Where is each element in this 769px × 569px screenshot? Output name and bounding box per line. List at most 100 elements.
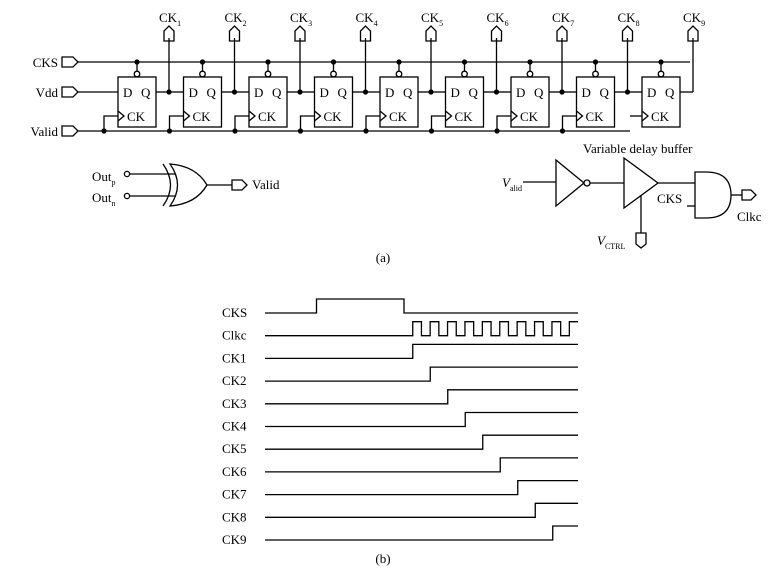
valid-junction: [166, 128, 173, 134]
xor-in-p-label: Outp: [92, 169, 116, 187]
ff-clock-wire: [365, 115, 380, 131]
ck-port-shape: [425, 25, 437, 42]
flip-flop-box: [575, 76, 616, 128]
ck-output-port-8: CK8: [618, 10, 640, 42]
valid-junction-first: [101, 128, 107, 134]
valid-input-label: Valid: [31, 124, 59, 139]
ff-ck-label: CK: [258, 109, 277, 124]
ff-clock-wire: [430, 115, 446, 131]
signal-label: CKS: [222, 305, 247, 320]
ck-output-label: CK9: [683, 10, 705, 28]
delay-buffer-body: [623, 156, 660, 210]
waveform-CK5: [265, 434, 578, 450]
ck-output-label: CK5: [421, 10, 443, 28]
ff-q-label: Q: [272, 85, 282, 100]
xor-in-n-terminal: [123, 192, 131, 200]
ff-clock-wire: [299, 115, 315, 131]
ck-output-port-5: CK5: [421, 10, 443, 42]
inverter-bubble: [583, 179, 591, 187]
ff-clock-wire: [561, 115, 577, 131]
ck-port-shape: [294, 25, 306, 42]
waveform-Clkc: [265, 321, 578, 337]
ck-port-shape: [687, 25, 699, 42]
ck-output-port-6: CK6: [487, 10, 509, 42]
flip-flop-box: [117, 76, 157, 128]
ff-d-label: D: [254, 85, 263, 100]
clkc-out-label: Clkc: [737, 209, 762, 224]
ck-output-port-2: CK2: [225, 10, 247, 42]
xor-gate-circuit: Outp Outn Valid: [92, 163, 280, 208]
ck-port-shape: [228, 25, 241, 42]
ff-clock-triangle: [314, 110, 322, 122]
ff-clock-triangle: [510, 110, 519, 122]
waveform-CK3: [265, 389, 578, 405]
ff-q-label: Q: [338, 85, 348, 100]
q-junction: [428, 89, 434, 95]
signal-label: CK4: [222, 419, 247, 434]
ff-ck-label: CK: [455, 109, 474, 124]
ck-output-port-4: CK4: [356, 10, 378, 42]
inverter-body: [555, 158, 586, 208]
ff-clock-wire: [168, 115, 184, 131]
signal-label: CK6: [222, 464, 247, 479]
waveform-CK8: [265, 502, 578, 518]
ck-output-port-3: CK3: [290, 10, 312, 42]
ff-clock-triangle: [183, 110, 191, 122]
ff-ck-label: CK: [586, 109, 605, 124]
ck-port-shape: [621, 25, 634, 42]
vdd-input-port: Vdd: [36, 85, 79, 100]
and-cks-label: CKS: [657, 191, 682, 206]
flip-flop-box: [379, 76, 419, 128]
xor-gate-body: [168, 163, 208, 207]
signal-label: CK1: [222, 350, 247, 365]
ff-d-label: D: [385, 85, 394, 100]
caption-a: (a): [376, 250, 390, 265]
ff-d-label: D: [189, 85, 198, 100]
q-junction: [559, 89, 565, 95]
q-junction: [297, 89, 303, 95]
ck-output-port-9: CK9: [683, 10, 705, 42]
delay-block-title: Variable delay buffer: [583, 141, 693, 156]
ff-reset-bubble: [657, 70, 665, 78]
ff-clock-wire: [234, 115, 249, 131]
flip-flop-box: [182, 76, 223, 128]
cks-junction: [330, 59, 337, 65]
timing-row-CK3: CK3: [222, 389, 578, 411]
timing-row-Clkc: Clkc: [222, 321, 578, 343]
xor-out-label: Valid: [252, 177, 280, 192]
caption-b: (b): [375, 551, 390, 566]
ck-output-label: CK3: [290, 10, 312, 28]
ff-ck-label: CK: [520, 109, 539, 124]
ff-clock-wire: [103, 115, 118, 131]
ff-d-label: D: [516, 85, 525, 100]
ff-d-label: D: [123, 85, 132, 100]
timing-row-CK7: CK7: [222, 479, 578, 502]
valid-in-label: Valid: [502, 175, 522, 193]
delay-buffer-circuit: Variable delay buffer Valid VCTRL CKS Cl…: [502, 141, 762, 251]
ff-clock-triangle: [248, 110, 257, 122]
valid-junction: [297, 128, 304, 134]
q-junction: [493, 89, 500, 95]
valid-junction: [559, 128, 566, 134]
q-junction: [166, 89, 172, 95]
ff-q-label: Q: [534, 85, 544, 100]
timing-row-CK4: CK4: [222, 411, 578, 434]
ck-port-shape: [556, 25, 568, 42]
timing-row-CK8: CK8: [222, 502, 578, 524]
ck-output-label: CK8: [618, 10, 640, 28]
ff-reset-bubble: [592, 70, 599, 78]
cks-junction: [658, 59, 664, 65]
timing-row-CK9: CK9: [222, 525, 578, 547]
ff-clock-triangle: [445, 110, 453, 122]
vdd-input-label: Vdd: [36, 85, 59, 100]
q-junction: [231, 89, 238, 95]
cks-input-port: CKS: [33, 55, 79, 70]
ff-q-label: Q: [207, 85, 217, 100]
ck-port-shape: [163, 25, 175, 42]
cks-junction: [199, 59, 206, 65]
